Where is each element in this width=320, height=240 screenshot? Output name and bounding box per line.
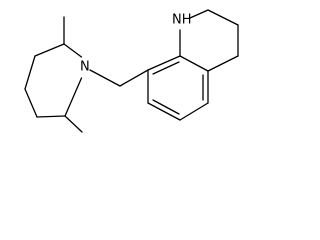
- methyl-bond-bottom: [64, 115, 83, 133]
- double-bond-c6-c7: [152, 99, 180, 115]
- tetrahydro-ring: [179, 9, 239, 72]
- bond-c6-n1: [64, 77, 83, 117]
- bond-ch2-c8: [119, 69, 149, 87]
- structure-svg: N NH: [24, 9, 239, 133]
- methylene-linker: [89, 69, 149, 87]
- double-bond-c8-c8a: [152, 61, 180, 75]
- methyl-groups: [63, 16, 83, 133]
- bond-c4-c4a: [207, 55, 239, 72]
- benzene-ring: [147, 55, 209, 121]
- bond-c6-c7: [147, 102, 181, 121]
- bond-c2-c3: [207, 9, 239, 26]
- bond-n1-c2: [63, 43, 83, 58]
- bond-c2-c3: [34, 43, 65, 57]
- bond-n1-ch2: [89, 69, 121, 87]
- molecule-structure-diagram: N NH: [0, 0, 250, 147]
- bond-c3-c4: [24, 55, 36, 90]
- amine-nh-label: NH: [172, 13, 192, 28]
- piperidine-ring: [24, 43, 83, 118]
- bond-c5-c6: [179, 102, 209, 121]
- piperidine-nitrogen-label: N: [80, 60, 90, 75]
- bond-n1h-c2: [189, 9, 209, 19]
- bond-c8-c8a: [147, 55, 181, 71]
- bond-c5-c6: [36, 115, 66, 118]
- bond-c4-c5: [24, 88, 38, 118]
- bond-c8a-c4a: [179, 55, 209, 72]
